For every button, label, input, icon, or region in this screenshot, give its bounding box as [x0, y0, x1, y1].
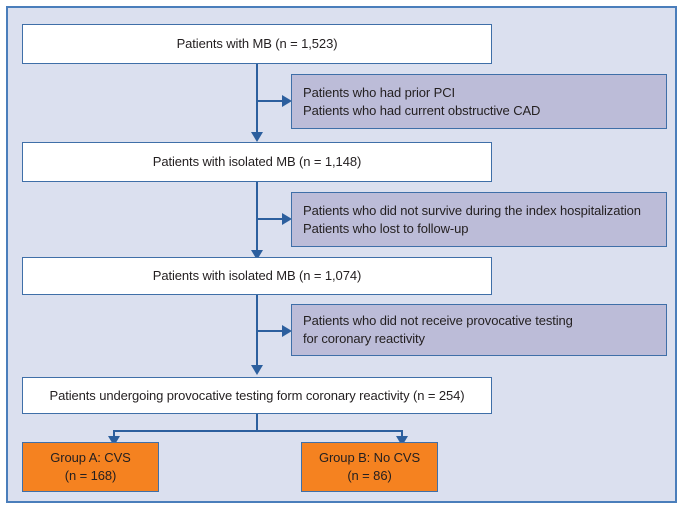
connector-stage2-to-exclusion2: [256, 218, 284, 220]
node-label-line-2: (n = 86): [347, 468, 392, 483]
node-label-line-2: (n = 168): [64, 468, 117, 483]
arrowhead-into-exclusion3: [282, 325, 292, 337]
node-group-a-cvs[interactable]: Group A: CVS (n = 168): [22, 442, 159, 492]
node-label: Patients with MB (n = 1,523): [176, 36, 338, 52]
node-patients-undergoing-provocative-testing[interactable]: Patients undergoing provocative testing …: [22, 377, 492, 414]
connector-stage4-split-stem: [256, 414, 258, 432]
node-exclusion-died-lost-followup[interactable]: Patients who did not survive during the …: [291, 192, 667, 247]
node-label-line-1: Group B: No CVS: [318, 450, 421, 466]
node-label-line-2: Patients who lost to follow-up: [303, 220, 469, 236]
node-label-line-1: Group A: CVS: [50, 450, 131, 466]
arrowhead-into-stage4: [251, 365, 263, 375]
connector-split-to-outcome-b: [401, 430, 403, 440]
arrowhead-into-outcome-a: [108, 436, 120, 446]
node-label-line-2: for coronary reactivity: [303, 331, 425, 346]
connector-stage3-to-stage4: [256, 295, 258, 369]
node-label: Patients with isolated MB (n = 1,074): [152, 268, 362, 284]
node-label: Patients undergoing provocative testing …: [49, 387, 465, 403]
arrowhead-into-stage2: [251, 132, 263, 142]
arrowhead-into-exclusion1: [282, 95, 292, 107]
connector-stage3-to-exclusion3: [256, 330, 284, 332]
node-exclusion-prior-pci-cad[interactable]: Patients who had prior PCI Patients who …: [291, 74, 667, 129]
flowchart-frame: Patients with MB (n = 1,523) Patients wh…: [6, 6, 677, 503]
connector-stage1-to-exclusion1: [256, 100, 284, 102]
connector-stage4-split-bar: [113, 430, 403, 432]
node-label-line-1: Patients who did not survive during the …: [303, 202, 641, 218]
node-label-line-1: Patients who did not receive provocative…: [303, 313, 573, 329]
node-exclusion-no-provocative-testing[interactable]: Patients who did not receive provocative…: [291, 304, 667, 356]
node-label: Patients with isolated MB (n = 1,148): [152, 154, 362, 170]
node-patients-isolated-mb-1074[interactable]: Patients with isolated MB (n = 1,074): [22, 257, 492, 295]
node-patients-with-mb[interactable]: Patients with MB (n = 1,523): [22, 24, 492, 64]
connector-split-to-outcome-a: [113, 430, 115, 440]
node-label-line-1: Patients who had prior PCI: [303, 84, 456, 100]
arrowhead-into-stage3: [251, 250, 263, 260]
node-patients-isolated-mb-1148[interactable]: Patients with isolated MB (n = 1,148): [22, 142, 492, 182]
arrowhead-into-exclusion2: [282, 213, 292, 225]
node-group-b-no-cvs[interactable]: Group B: No CVS (n = 86): [301, 442, 438, 492]
node-label-line-2: Patients who had current obstructive CAD: [303, 102, 541, 118]
arrowhead-into-outcome-b: [396, 436, 408, 446]
